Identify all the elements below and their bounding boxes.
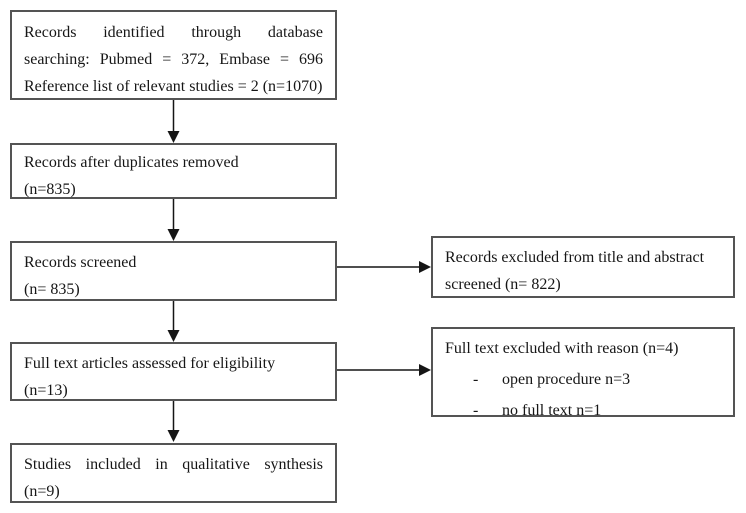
box-records-identified-line-1: Records identified through database [24,24,323,41]
box-duplicates-removed-line-1: Records after duplicates removed [24,154,239,171]
box-records-identified-line-2: searching: Pubmed = 372, Embase = 696 [24,51,323,68]
right-arrow-icon-1 [337,261,431,273]
box-records-identified-line-3: Reference list of relevant studies = 2 (… [24,78,323,95]
down-arrow-icon-1 [167,100,180,143]
box-records-excluded-screening: Records excluded from title and abstract… [431,236,735,298]
excluded-reason-text: open procedure n=3 [502,371,631,388]
box-studies-included-line-2: (n=9) [24,483,60,500]
box-records-excluded-screening-line-2: screened (n= 822) [445,276,561,293]
bullet-dash-icon: - [473,371,479,388]
down-arrow-icon-3 [167,301,180,342]
down-arrow-icon-4 [167,401,180,442]
box-full-text-assessed: Full text articles assessed for eligibil… [10,342,337,401]
box-records-screened: Records screened (n= 835) [10,241,337,301]
bullet-dash-icon: - [473,402,479,419]
box-records-excluded-screening-line-1: Records excluded from title and abstract [445,249,705,266]
box-records-screened-line-2: (n= 835) [24,281,80,298]
excluded-reason-text: no full text n=1 [502,402,602,419]
excluded-reason-item: - no full text n=1 [445,398,721,424]
box-full-text-assessed-line-1: Full text articles assessed for eligibil… [24,355,276,372]
box-studies-included-line-1: Studies included in qualitative synthesi… [24,456,323,473]
box-duplicates-removed: Records after duplicates removed (n=835) [10,143,337,199]
right-arrow-icon-2 [337,364,431,376]
down-arrow-icon-2 [167,198,180,241]
box-records-identified: Records identified through database sear… [10,10,337,100]
box-records-screened-line-1: Records screened [24,254,137,271]
excluded-reason-item: - open procedure n=3 [445,367,721,393]
box-full-text-assessed-line-2: (n=13) [24,382,68,399]
box-studies-included: Studies included in qualitative synthesi… [10,443,337,503]
box-full-text-excluded-heading: Full text excluded with reason (n=4) [445,340,679,357]
box-duplicates-removed-line-2: (n=835) [24,181,76,198]
box-full-text-excluded: Full text excluded with reason (n=4) - o… [431,327,735,419]
